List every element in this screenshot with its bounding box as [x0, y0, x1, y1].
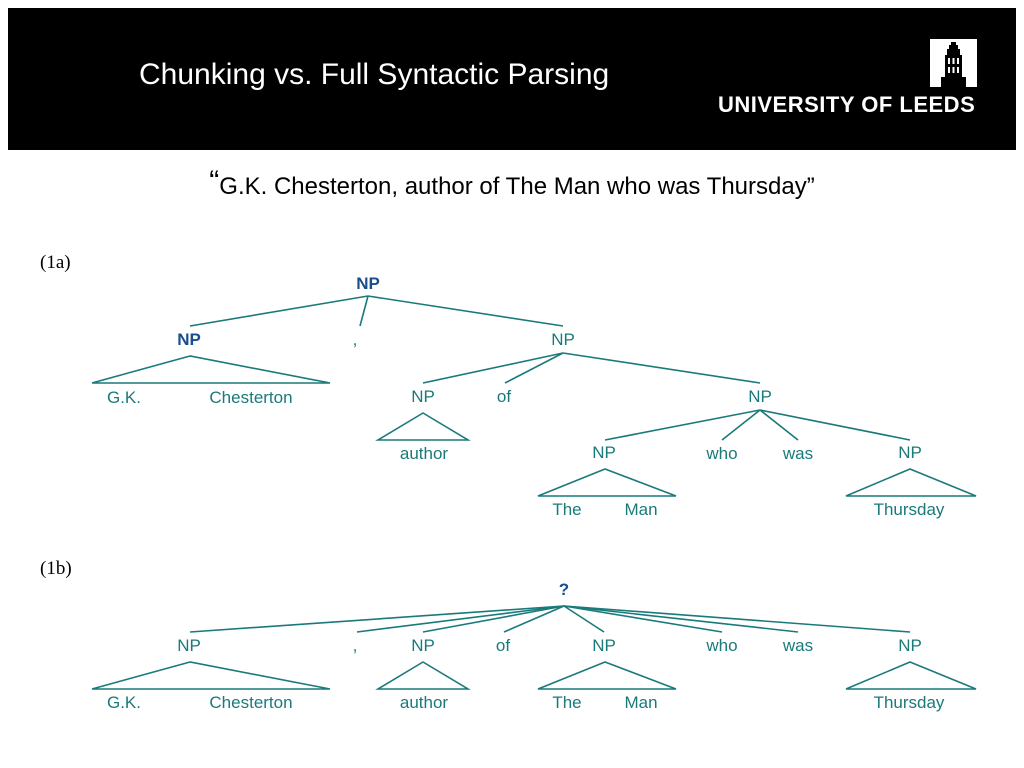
edge	[563, 605, 799, 633]
leaf-who: who	[705, 444, 737, 463]
node-np3: NP	[592, 636, 616, 655]
node-np1: NP	[177, 636, 201, 655]
leaf-gk: G.K.	[107, 693, 141, 712]
edge	[422, 605, 565, 633]
leaf-thursday: Thursday	[874, 693, 945, 712]
edge	[503, 605, 565, 633]
node-np-rel: NP	[748, 387, 772, 406]
edge	[563, 605, 605, 633]
triangle	[845, 661, 977, 690]
edge	[563, 605, 723, 633]
leaf-chesterton: Chesterton	[209, 388, 292, 407]
node-np2: NP	[411, 636, 435, 655]
node-root: ?	[559, 580, 569, 599]
header-bar	[8, 8, 1016, 150]
edge	[359, 295, 369, 327]
edge	[189, 605, 565, 633]
triangle	[91, 661, 331, 690]
edge	[563, 605, 911, 633]
edge	[504, 352, 564, 384]
node-comma: ,	[353, 330, 358, 349]
edge	[604, 409, 761, 441]
leaf-of: of	[496, 636, 510, 655]
open-quote: “	[209, 165, 220, 198]
leaf-was: was	[782, 636, 813, 655]
node-np-author: NP	[411, 387, 435, 406]
triangle	[845, 468, 977, 497]
edge	[422, 352, 564, 384]
node-comma: ,	[353, 636, 358, 655]
edge	[356, 605, 565, 633]
edge	[562, 352, 761, 384]
triangle	[537, 468, 677, 497]
leaf-the: The	[552, 693, 581, 712]
triangle	[375, 412, 471, 441]
node-np-thursday: NP	[898, 443, 922, 462]
node-np-right: NP	[551, 330, 575, 349]
slide-title: Chunking vs. Full Syntactic Parsing	[139, 58, 610, 91]
leaf-man: Man	[624, 500, 657, 519]
university-tower-icon	[930, 39, 977, 87]
example-sentence-text: G.K. Chesterton, author of The Man who w…	[219, 173, 815, 200]
node-np-left: NP	[177, 330, 201, 349]
example-sentence: “G.K. Chesterton, author of The Man who …	[0, 165, 1024, 201]
leaf-author: author	[400, 693, 449, 712]
node-root: NP	[356, 274, 380, 293]
leaf-author: author	[400, 444, 449, 463]
leaf-thursday: Thursday	[874, 500, 945, 519]
edge	[759, 409, 799, 441]
node-np-man: NP	[592, 443, 616, 462]
node-np4: NP	[898, 636, 922, 655]
leaf-who: who	[705, 636, 737, 655]
leaf-gk: G.K.	[107, 388, 141, 407]
triangle	[375, 661, 471, 690]
edge	[367, 295, 564, 327]
tree-1b-marker: (1b)	[40, 558, 72, 579]
edge	[759, 409, 911, 441]
triangle	[537, 661, 677, 690]
tree-1a-marker: (1a)	[40, 252, 71, 273]
leaf-chesterton: Chesterton	[209, 693, 292, 712]
leaf-of: of	[497, 387, 511, 406]
leaf-man: Man	[624, 693, 657, 712]
tree-1a: (1a) NP NP , NP G.K. Chesterton NP of NP…	[40, 252, 977, 519]
leaf-was: was	[782, 444, 813, 463]
tree-1b: (1b) ? NP , NP of NP who was NP G.K. Che…	[40, 558, 977, 712]
edge	[189, 295, 369, 327]
edge	[721, 409, 761, 441]
university-logo-text: UNIVERSITY OF LEEDS	[718, 92, 976, 117]
triangle	[91, 355, 331, 384]
leaf-the: The	[552, 500, 581, 519]
